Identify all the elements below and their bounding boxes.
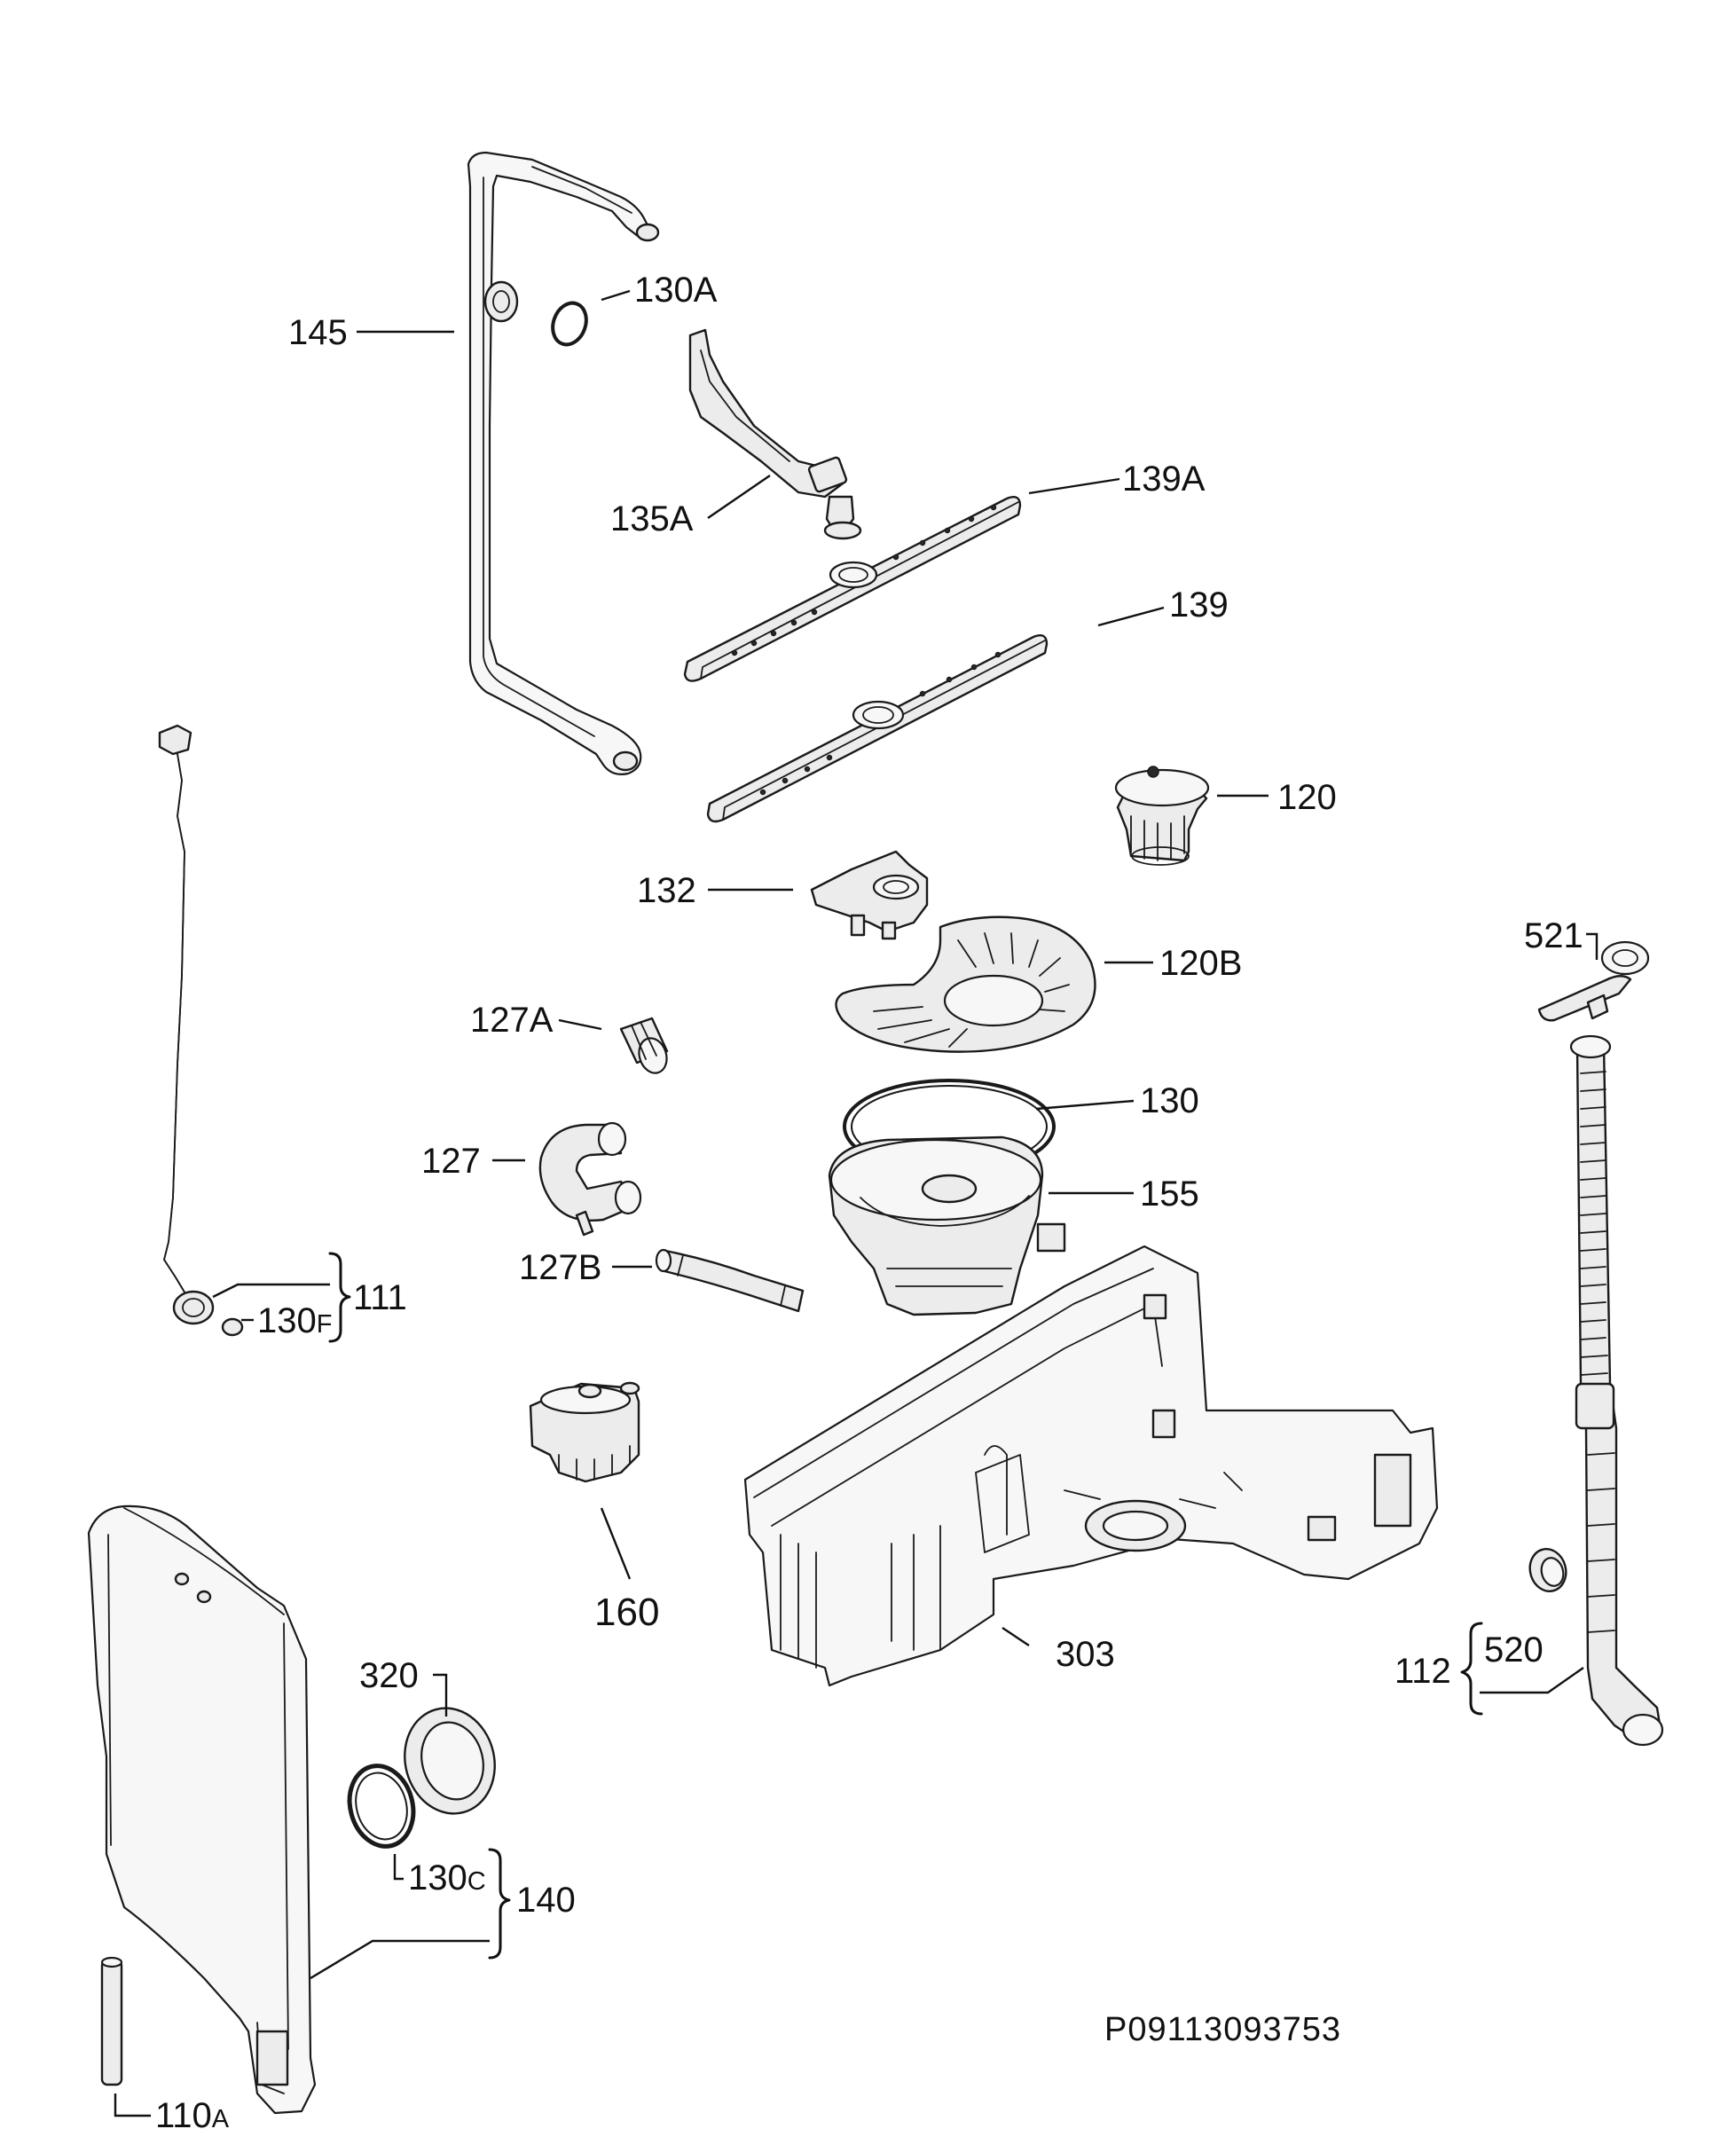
label-110A: 110A [155,2096,230,2129]
label-130C: 130C [408,1858,486,1897]
label-130A: 130A [634,271,718,310]
part-521-clip [1537,940,1650,1022]
label-155: 155 [1140,1174,1199,1214]
part-127A-coupling [619,1017,669,1074]
label-127: 127 [421,1142,481,1181]
label-110A-suffix: A [212,2105,230,2129]
part-160-pump [529,1381,640,1483]
label-139: 139 [1169,585,1229,625]
leader-lines [114,289,1599,2117]
label-130: 130 [1140,1081,1199,1120]
label-112: 112 [1394,1652,1451,1691]
part-145-supply-pipe [467,151,660,775]
label-139A: 139A [1122,460,1206,499]
label-135A: 135A [610,499,694,538]
label-130F: 130F [257,1301,332,1340]
label-303: 303 [1056,1635,1115,1674]
label-130C-suffix: C [467,1867,486,1896]
part-140-side-panel [87,1504,317,2115]
label-120: 120 [1277,778,1337,817]
label-521: 521 [1524,916,1583,955]
braces [328,1252,1483,1960]
label-111: 111 [353,1278,407,1317]
label-520: 520 [1484,1630,1544,1669]
part-130C-oring [347,1764,416,1849]
part-112-drain-hose [1569,1034,1664,1747]
label-130F-main: 130 [257,1301,317,1340]
part-labels: 145 130A 135A 139A 139 120 132 120B 127A… [155,271,1583,2129]
part-120-filter [1114,766,1210,866]
label-130F-suffix: F [317,1310,333,1339]
part-120B-filter-plate [835,915,1096,1053]
label-120B: 120B [1159,944,1242,983]
part-111-cable [158,724,244,1337]
part-130A-oring [551,301,588,347]
label-132: 132 [637,871,696,910]
part-320-seal [404,1707,496,1815]
label-127B: 127B [519,1248,601,1287]
label-110A-main: 110 [155,2096,212,2129]
label-145: 145 [288,313,348,352]
label-160: 160 [594,1591,659,1634]
drawing-code: P09113093753 [1104,2011,1341,2048]
label-320: 320 [359,1656,419,1695]
label-127A: 127A [470,1001,554,1040]
part-127-elbow [538,1121,642,1237]
part-135A-bracket [688,328,862,540]
label-140: 140 [516,1881,576,1920]
part-110A-rod [100,1956,123,2086]
part-139-lower-spray-arm [706,634,1049,823]
label-130C-main: 130 [408,1858,467,1897]
part-139A-upper-spray-arm [683,496,1022,682]
part-520-connector [1528,1548,1567,1592]
part-127B-hose [655,1248,805,1313]
part-155-sump [828,1135,1066,1316]
part-303-base [743,1245,1439,1687]
part-132-manifold [810,850,929,940]
